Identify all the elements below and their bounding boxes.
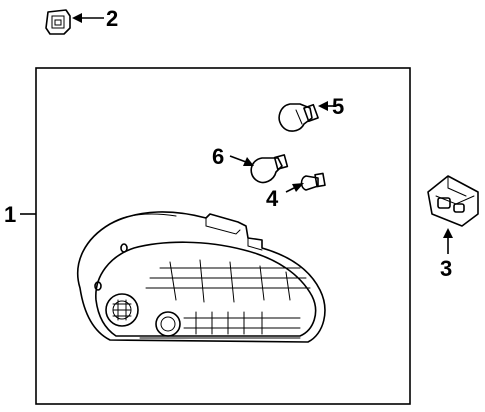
callout-6-label: 6 [212,144,224,169]
part-6-bulb [250,154,289,184]
callout-3-label: 3 [440,256,452,281]
part-2-clip [45,9,71,35]
callout-2-label: 2 [106,6,118,31]
part-3-socket [427,175,479,227]
callout-3: 3 [440,228,453,281]
callout-1-label: 1 [4,202,16,227]
assembly-frame [35,67,411,405]
part-1-lamp-housing [76,211,326,343]
callout-5-label: 5 [332,94,344,119]
callout-6: 6 [212,144,254,169]
callout-4: 4 [266,183,304,211]
callout-5: 5 [318,94,344,119]
part-5-bulb [278,103,319,132]
callout-4-label: 4 [266,186,279,211]
callout-1: 1 [4,202,36,227]
part-4-bulb [300,172,326,191]
callout-2: 2 [72,6,118,31]
